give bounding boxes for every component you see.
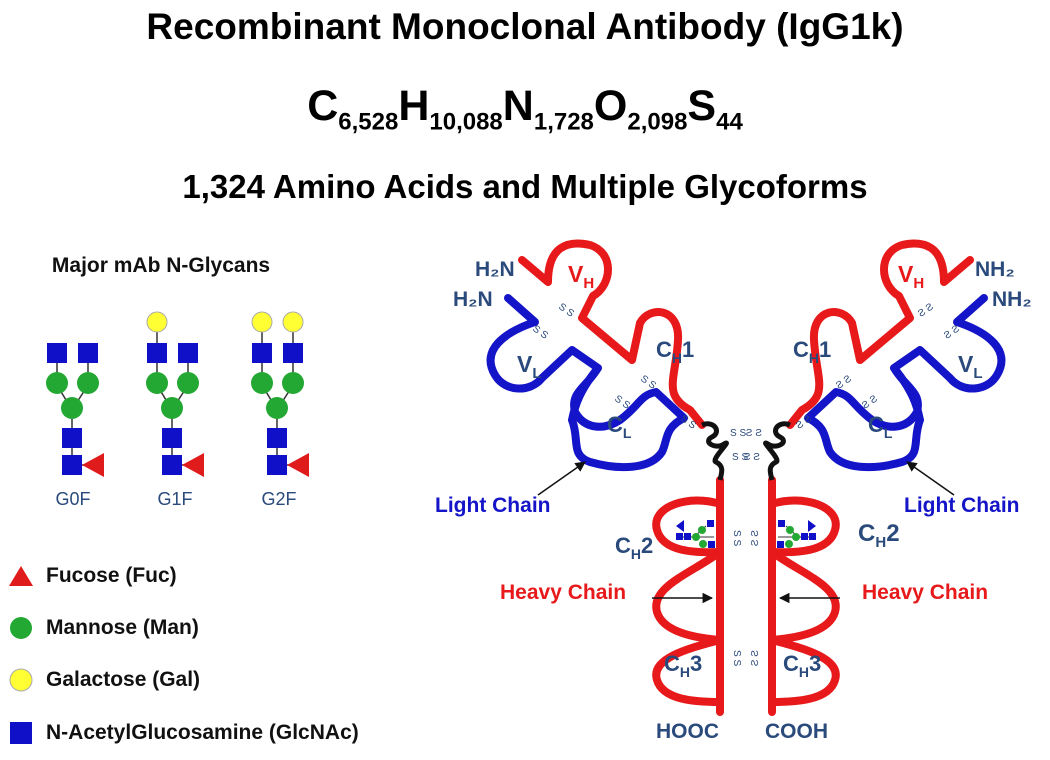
galactose-icon	[282, 311, 304, 333]
ch2-glycan	[676, 520, 715, 548]
glcnac-icon	[708, 541, 715, 548]
disulfide-bond: S S	[556, 301, 576, 319]
left-ch2-label: CH2	[615, 533, 653, 562]
left-heavy-n-term: H₂N	[475, 258, 515, 281]
glcnac-icon	[707, 520, 714, 527]
left-cl-label: CL	[607, 412, 632, 441]
page-title: Recombinant Monoclonal Antibody (IgG1k)	[146, 6, 904, 47]
legend-fucose: Fucose (Fuc)	[8, 561, 177, 591]
mannose-icon	[692, 533, 700, 541]
mannose-icon	[77, 372, 99, 394]
left-vl-label: VL	[517, 351, 542, 382]
glycan-g1f	[146, 311, 204, 477]
glcnac-icon	[62, 428, 82, 448]
right-vl-label: VL	[958, 351, 983, 382]
glcnac-icon	[47, 343, 67, 363]
mannose-icon	[161, 397, 183, 419]
glycan-label-g1f: G1F	[157, 489, 192, 509]
right-cl-label: CL	[868, 412, 893, 441]
mannose-icon	[699, 540, 707, 548]
right-ch2-label: CH2	[858, 520, 900, 551]
glycans-title: Major mAb N-Glycans	[51, 254, 271, 277]
galactose-icon	[146, 311, 168, 333]
circle-icon	[10, 617, 32, 639]
glcnac-icon	[252, 343, 272, 363]
formula-nitrogen: N1,728	[502, 82, 594, 136]
right-c-term: COOH	[765, 720, 828, 743]
mannose-icon	[146, 372, 168, 394]
glycan-structures: G0F G1F G2F	[46, 311, 309, 509]
glycan-label-g0f: G0F	[55, 489, 90, 509]
mannose-icon	[698, 526, 706, 534]
disulfide-bond: S S	[732, 452, 748, 463]
glcnac-icon	[162, 455, 182, 475]
mannose-icon	[177, 372, 199, 394]
disulfide-bond: S S	[731, 530, 742, 546]
fucose-icon	[82, 453, 104, 477]
left-ch1-label: CH1	[656, 337, 694, 366]
disulfide-bond: S S	[731, 650, 742, 666]
circle-icon	[9, 668, 33, 692]
right-vh-label: VH	[898, 261, 924, 292]
left-heavy-chain-label: Heavy Chain	[500, 581, 626, 604]
square-icon	[10, 722, 32, 744]
fucose-icon	[182, 453, 204, 477]
mannose-icon	[251, 372, 273, 394]
antibody-left-half: S S S S S S S S S S S S S S S S S S	[486, 239, 748, 716]
mannose-icon	[46, 372, 68, 394]
formula-carbon: C6,528	[307, 82, 399, 136]
right-ch3-label: CH3	[783, 651, 821, 680]
left-light-chain-label: Light Chain	[435, 494, 550, 517]
right-ch1-label: CH1	[793, 337, 831, 366]
right-light-chain-label: Light Chain	[904, 494, 1019, 517]
left-c-term: HOOC	[656, 720, 719, 743]
fucose-icon	[676, 520, 684, 532]
hinge-region	[701, 421, 729, 481]
left-light-n-term: H₂N	[453, 288, 493, 311]
glcnac-icon	[267, 455, 287, 475]
disulfide-bond: S S	[730, 428, 746, 439]
formula-oxygen: O2,098	[593, 82, 688, 136]
mannose-icon	[282, 372, 304, 394]
triangle-icon	[9, 566, 33, 586]
glcnac-icon	[147, 343, 167, 363]
mannose-icon	[266, 397, 288, 419]
fucose-icon	[287, 453, 309, 477]
formula-sulfur: S44	[687, 82, 743, 136]
formula-hydrogen: H10,088	[398, 82, 503, 136]
heavy-chain	[518, 239, 724, 716]
legend-glcnac: N-AcetylGlucosamine (GlcNAc)	[8, 718, 359, 748]
right-light-n-term: NH₂	[992, 288, 1032, 311]
light-chain	[486, 294, 688, 472]
glcnac-icon	[283, 343, 303, 363]
right-heavy-n-term: NH₂	[975, 258, 1015, 281]
glycan-g0f	[46, 343, 104, 477]
glcnac-icon	[78, 343, 98, 363]
glcnac-icon	[267, 428, 287, 448]
left-ch3-label: CH3	[664, 651, 702, 680]
legend-mannose: Mannose (Man)	[8, 613, 199, 643]
glycan-g2f	[251, 311, 309, 477]
page-subtitle: 1,324 Amino Acids and Multiple Glycoform…	[182, 168, 868, 205]
mannose-icon	[61, 397, 83, 419]
glcnac-icon	[178, 343, 198, 363]
glcnac-icon	[62, 455, 82, 475]
molecular-formula: C6,528H10,088N1,728O2,098S44	[0, 82, 1050, 137]
glcnac-icon	[676, 533, 683, 540]
left-vh-label: VH	[568, 261, 594, 292]
light-chain-arrow	[537, 461, 586, 496]
glycan-label-g2f: G2F	[261, 489, 296, 509]
glcnac-icon	[684, 533, 691, 540]
right-heavy-chain-label: Heavy Chain	[862, 581, 988, 604]
galactose-icon	[251, 311, 273, 333]
legend-galactose: Galactose (Gal)	[8, 665, 200, 695]
glcnac-icon	[162, 428, 182, 448]
